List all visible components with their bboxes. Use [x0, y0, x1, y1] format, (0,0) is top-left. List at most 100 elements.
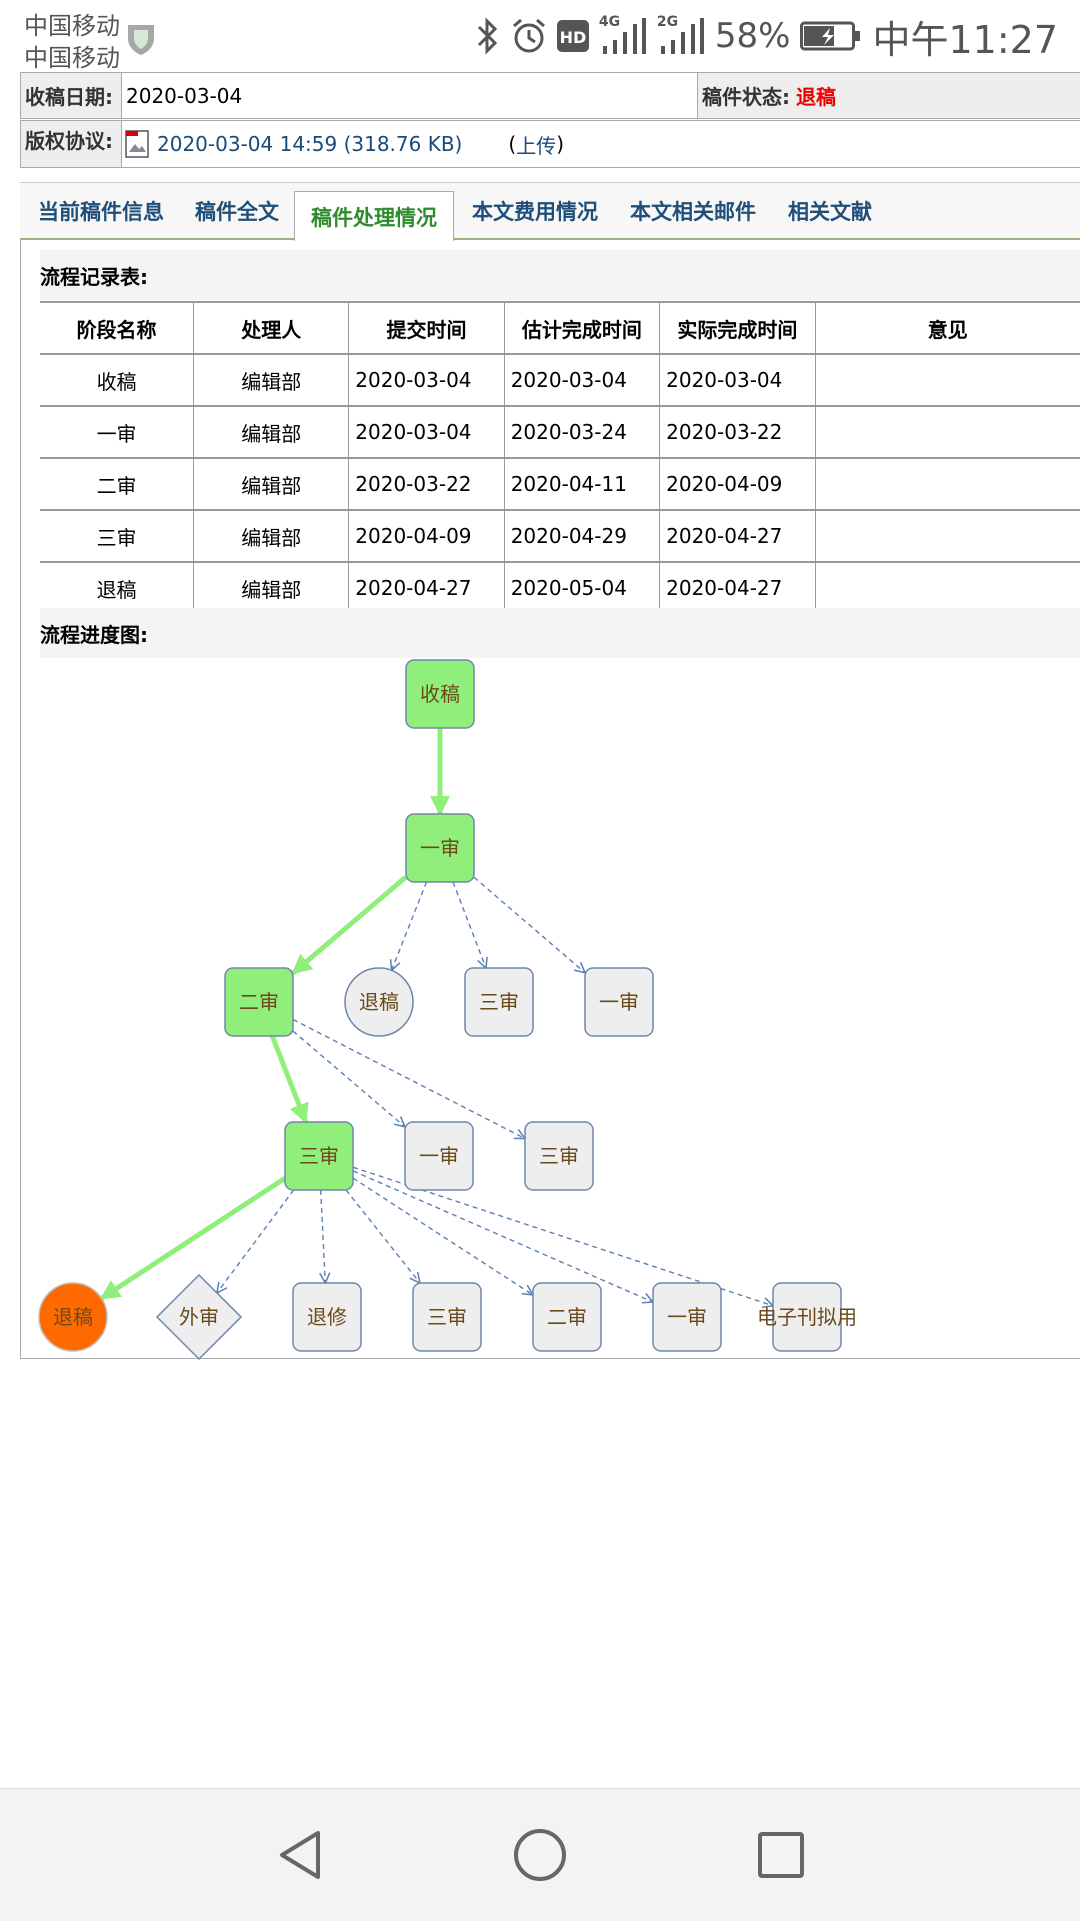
- node-shape: [38, 1282, 108, 1352]
- svg-text:HD: HD: [560, 28, 587, 47]
- alarm-icon: [512, 18, 545, 53]
- table-row: 一审 编辑部 2020-03-04 2020-03-24 2020-03-22: [40, 406, 1080, 459]
- network-4g-label: 4G: [598, 14, 621, 30]
- col-opinion: 意见: [815, 301, 1080, 355]
- receive-date-value: 2020-03-04: [126, 83, 243, 108]
- upload-open-paren: (: [508, 132, 517, 156]
- home-icon[interactable]: [513, 1828, 567, 1882]
- back-icon[interactable]: [276, 1829, 324, 1881]
- node-label: 二审: [547, 1305, 587, 1329]
- cell-actual-finish: 2020-04-27: [659, 562, 816, 613]
- copyright-row: 版权协议: 2020-03-04 14:59 (318.76 KB) ( 上传 …: [20, 120, 1080, 168]
- node-label: 二审: [239, 990, 279, 1014]
- table-row: 三审 编辑部 2020-04-09 2020-04-29 2020-04-27: [40, 510, 1080, 563]
- node-label: 电子刊拟用: [757, 1305, 857, 1329]
- cell-est-finish: 2020-03-04: [504, 354, 661, 407]
- flow-node-n5: 三审: [464, 967, 534, 1037]
- node-shape: [224, 967, 294, 1037]
- cell-submit-time: 2020-03-04: [348, 354, 505, 407]
- flow-node-n2: 一审: [405, 813, 475, 883]
- table-row: 二审 编辑部 2020-03-22 2020-04-11 2020-04-09: [40, 458, 1080, 511]
- content-frame: [20, 238, 1080, 1359]
- cell-handler: 编辑部: [193, 354, 350, 407]
- node-label: 三审: [299, 1144, 339, 1168]
- node-shape: [652, 1282, 722, 1352]
- hd-icon: HD: [556, 20, 589, 52]
- node-shape: [464, 967, 534, 1037]
- flow-node-n9: 三审: [524, 1121, 594, 1191]
- tab-full-text[interactable]: 稿件全文: [195, 199, 279, 224]
- node-shape: [532, 1282, 602, 1352]
- edge-possible: [352, 1170, 653, 1302]
- system-nav-bar: [0, 1788, 1080, 1921]
- receive-date-label: 收稿日期:: [21, 73, 122, 118]
- receive-date-row: 收稿日期: 2020-03-04 稿件状态: 退稿: [20, 72, 1080, 119]
- tab-related-emails[interactable]: 本文相关邮件: [630, 199, 756, 224]
- status-value: 退稿: [796, 85, 836, 109]
- node-shape: [405, 659, 475, 729]
- tab-current-info[interactable]: 当前稿件信息: [38, 199, 164, 224]
- edge-taken: [291, 875, 408, 975]
- copyright-file-cell: 2020-03-04 14:59 (318.76 KB) ( 上传 ): [125, 121, 564, 167]
- file-icon[interactable]: [125, 130, 151, 158]
- col-est-finish: 估计完成时间: [504, 301, 661, 355]
- node-shape: [405, 813, 475, 883]
- cell-opinion: [815, 406, 1080, 459]
- signal-2g: 2G: [656, 14, 705, 56]
- upload-link[interactable]: 上传: [516, 133, 557, 158]
- flow-node-n1: 收稿: [405, 659, 475, 729]
- table-header-row: 阶段名称 处理人 提交时间 估计完成时间 实际完成时间 意见: [40, 301, 1080, 355]
- network-2g-label: 2G: [656, 14, 679, 30]
- tab-related-literature[interactable]: 相关文献: [788, 199, 872, 224]
- tab-processing-status[interactable]: 稿件处理情况: [294, 191, 454, 241]
- node-label: 收稿: [420, 682, 460, 706]
- status-label: 稿件状态:: [702, 85, 790, 109]
- node-shape: [404, 1121, 474, 1191]
- edge-possible: [345, 1189, 420, 1283]
- copyright-file-link[interactable]: 2020-03-04 14:59 (318.76 KB): [157, 132, 463, 156]
- edge-possible: [392, 881, 428, 970]
- cell-stage: 三审: [40, 510, 195, 563]
- cell-opinion: [815, 510, 1080, 563]
- edge-possible: [352, 1177, 533, 1295]
- cell-handler: 编辑部: [193, 562, 350, 613]
- recents-icon[interactable]: [757, 1831, 805, 1879]
- cell-opinion: [815, 458, 1080, 511]
- flow-node-n16: 电子刊拟用: [757, 1282, 857, 1352]
- node-shape: [284, 1121, 354, 1191]
- node-shape: [524, 1121, 594, 1191]
- edge-taken: [269, 1035, 309, 1124]
- upload-close-paren: ): [556, 132, 564, 156]
- cell-opinion: [815, 354, 1080, 407]
- status-bar: 中国移动 中国移动 HD 4G 2G: [0, 0, 1080, 72]
- cell-stage: 退稿: [40, 562, 195, 613]
- bluetooth-icon: [477, 17, 498, 55]
- cell-stage: 一审: [40, 406, 195, 459]
- edge-possible: [452, 881, 486, 968]
- flow-node-n6: 一审: [584, 967, 654, 1037]
- flow-node-n10: 退稿: [38, 1282, 108, 1352]
- tab-fees[interactable]: 本文费用情况: [472, 199, 598, 224]
- tab-bar: 当前稿件信息 稿件全文 稿件处理情况 本文费用情况 本文相关邮件 相关文献: [20, 182, 1080, 241]
- table-row: 收稿 编辑部 2020-03-04 2020-03-04 2020-03-04: [40, 354, 1080, 407]
- cell-actual-finish: 2020-04-09: [659, 458, 816, 511]
- battery-percent: 58%: [714, 16, 791, 56]
- node-shape: [584, 967, 654, 1037]
- cell-handler: 编辑部: [193, 510, 350, 563]
- cell-est-finish: 2020-03-24: [504, 406, 661, 459]
- flow-table-title: 流程记录表:: [40, 250, 1080, 300]
- flow-node-n13: 三审: [412, 1282, 482, 1352]
- diagram-title: 流程进度图:: [40, 608, 1080, 658]
- shield-icon: [128, 25, 154, 55]
- node-label: 外审: [179, 1305, 219, 1329]
- cell-actual-finish: 2020-03-04: [659, 354, 816, 407]
- cell-est-finish: 2020-05-04: [504, 562, 661, 613]
- col-submit-time: 提交时间: [348, 301, 505, 355]
- battery-icon: [800, 21, 861, 51]
- node-label: 退稿: [359, 990, 399, 1014]
- flow-node-n4: 退稿: [344, 967, 414, 1037]
- signal-4g-icon: [602, 18, 646, 54]
- node-shape: [772, 1282, 842, 1352]
- node-label: 一审: [419, 1144, 459, 1168]
- node-shape: [344, 967, 414, 1037]
